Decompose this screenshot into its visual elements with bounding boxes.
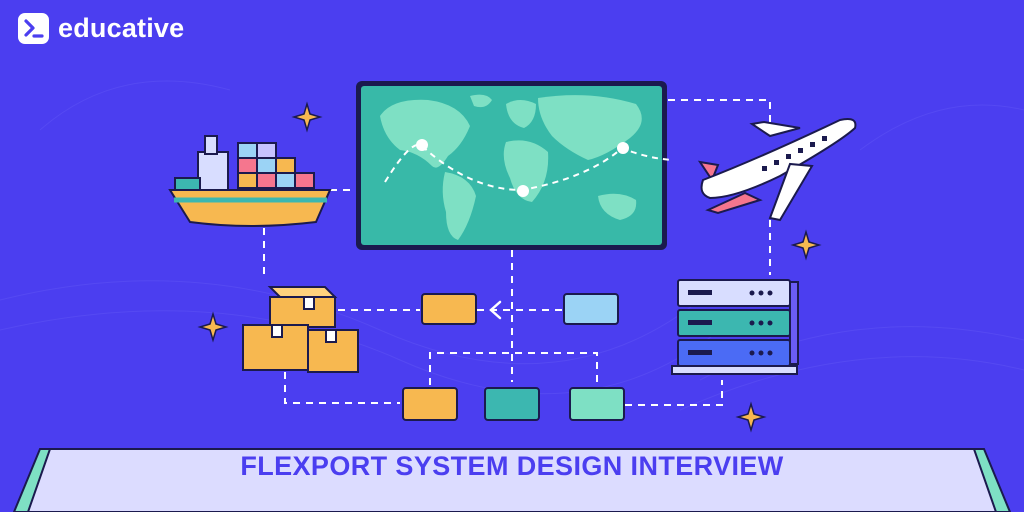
brand-name: educative xyxy=(58,13,185,43)
flow-box-orange-top xyxy=(421,293,477,325)
flow-box-orange-bottom xyxy=(402,387,458,421)
dashed-connectors xyxy=(263,99,771,406)
sparkle-icon xyxy=(197,311,229,343)
sparkles xyxy=(197,101,822,433)
page-title: FLEXPORT SYSTEM DESIGN INTERVIEW xyxy=(240,451,784,481)
flow-boxes xyxy=(402,293,625,421)
flow-box-lightblue xyxy=(563,293,619,325)
world-map xyxy=(356,81,673,250)
educative-logo[interactable]: educative xyxy=(18,13,184,44)
server-rack xyxy=(671,279,799,375)
flow-box-mint xyxy=(569,387,625,421)
cardboard-boxes xyxy=(242,286,359,373)
flow-box-teal xyxy=(484,387,540,421)
airplane xyxy=(697,118,857,222)
sparkle-icon xyxy=(790,229,822,261)
arrow-left-icon xyxy=(489,300,502,320)
title-band xyxy=(0,444,1024,512)
terminal-prompt-icon xyxy=(18,13,49,44)
sparkle-icon xyxy=(735,401,767,433)
cargo-ship xyxy=(168,135,332,227)
sparkle-icon xyxy=(291,101,323,133)
